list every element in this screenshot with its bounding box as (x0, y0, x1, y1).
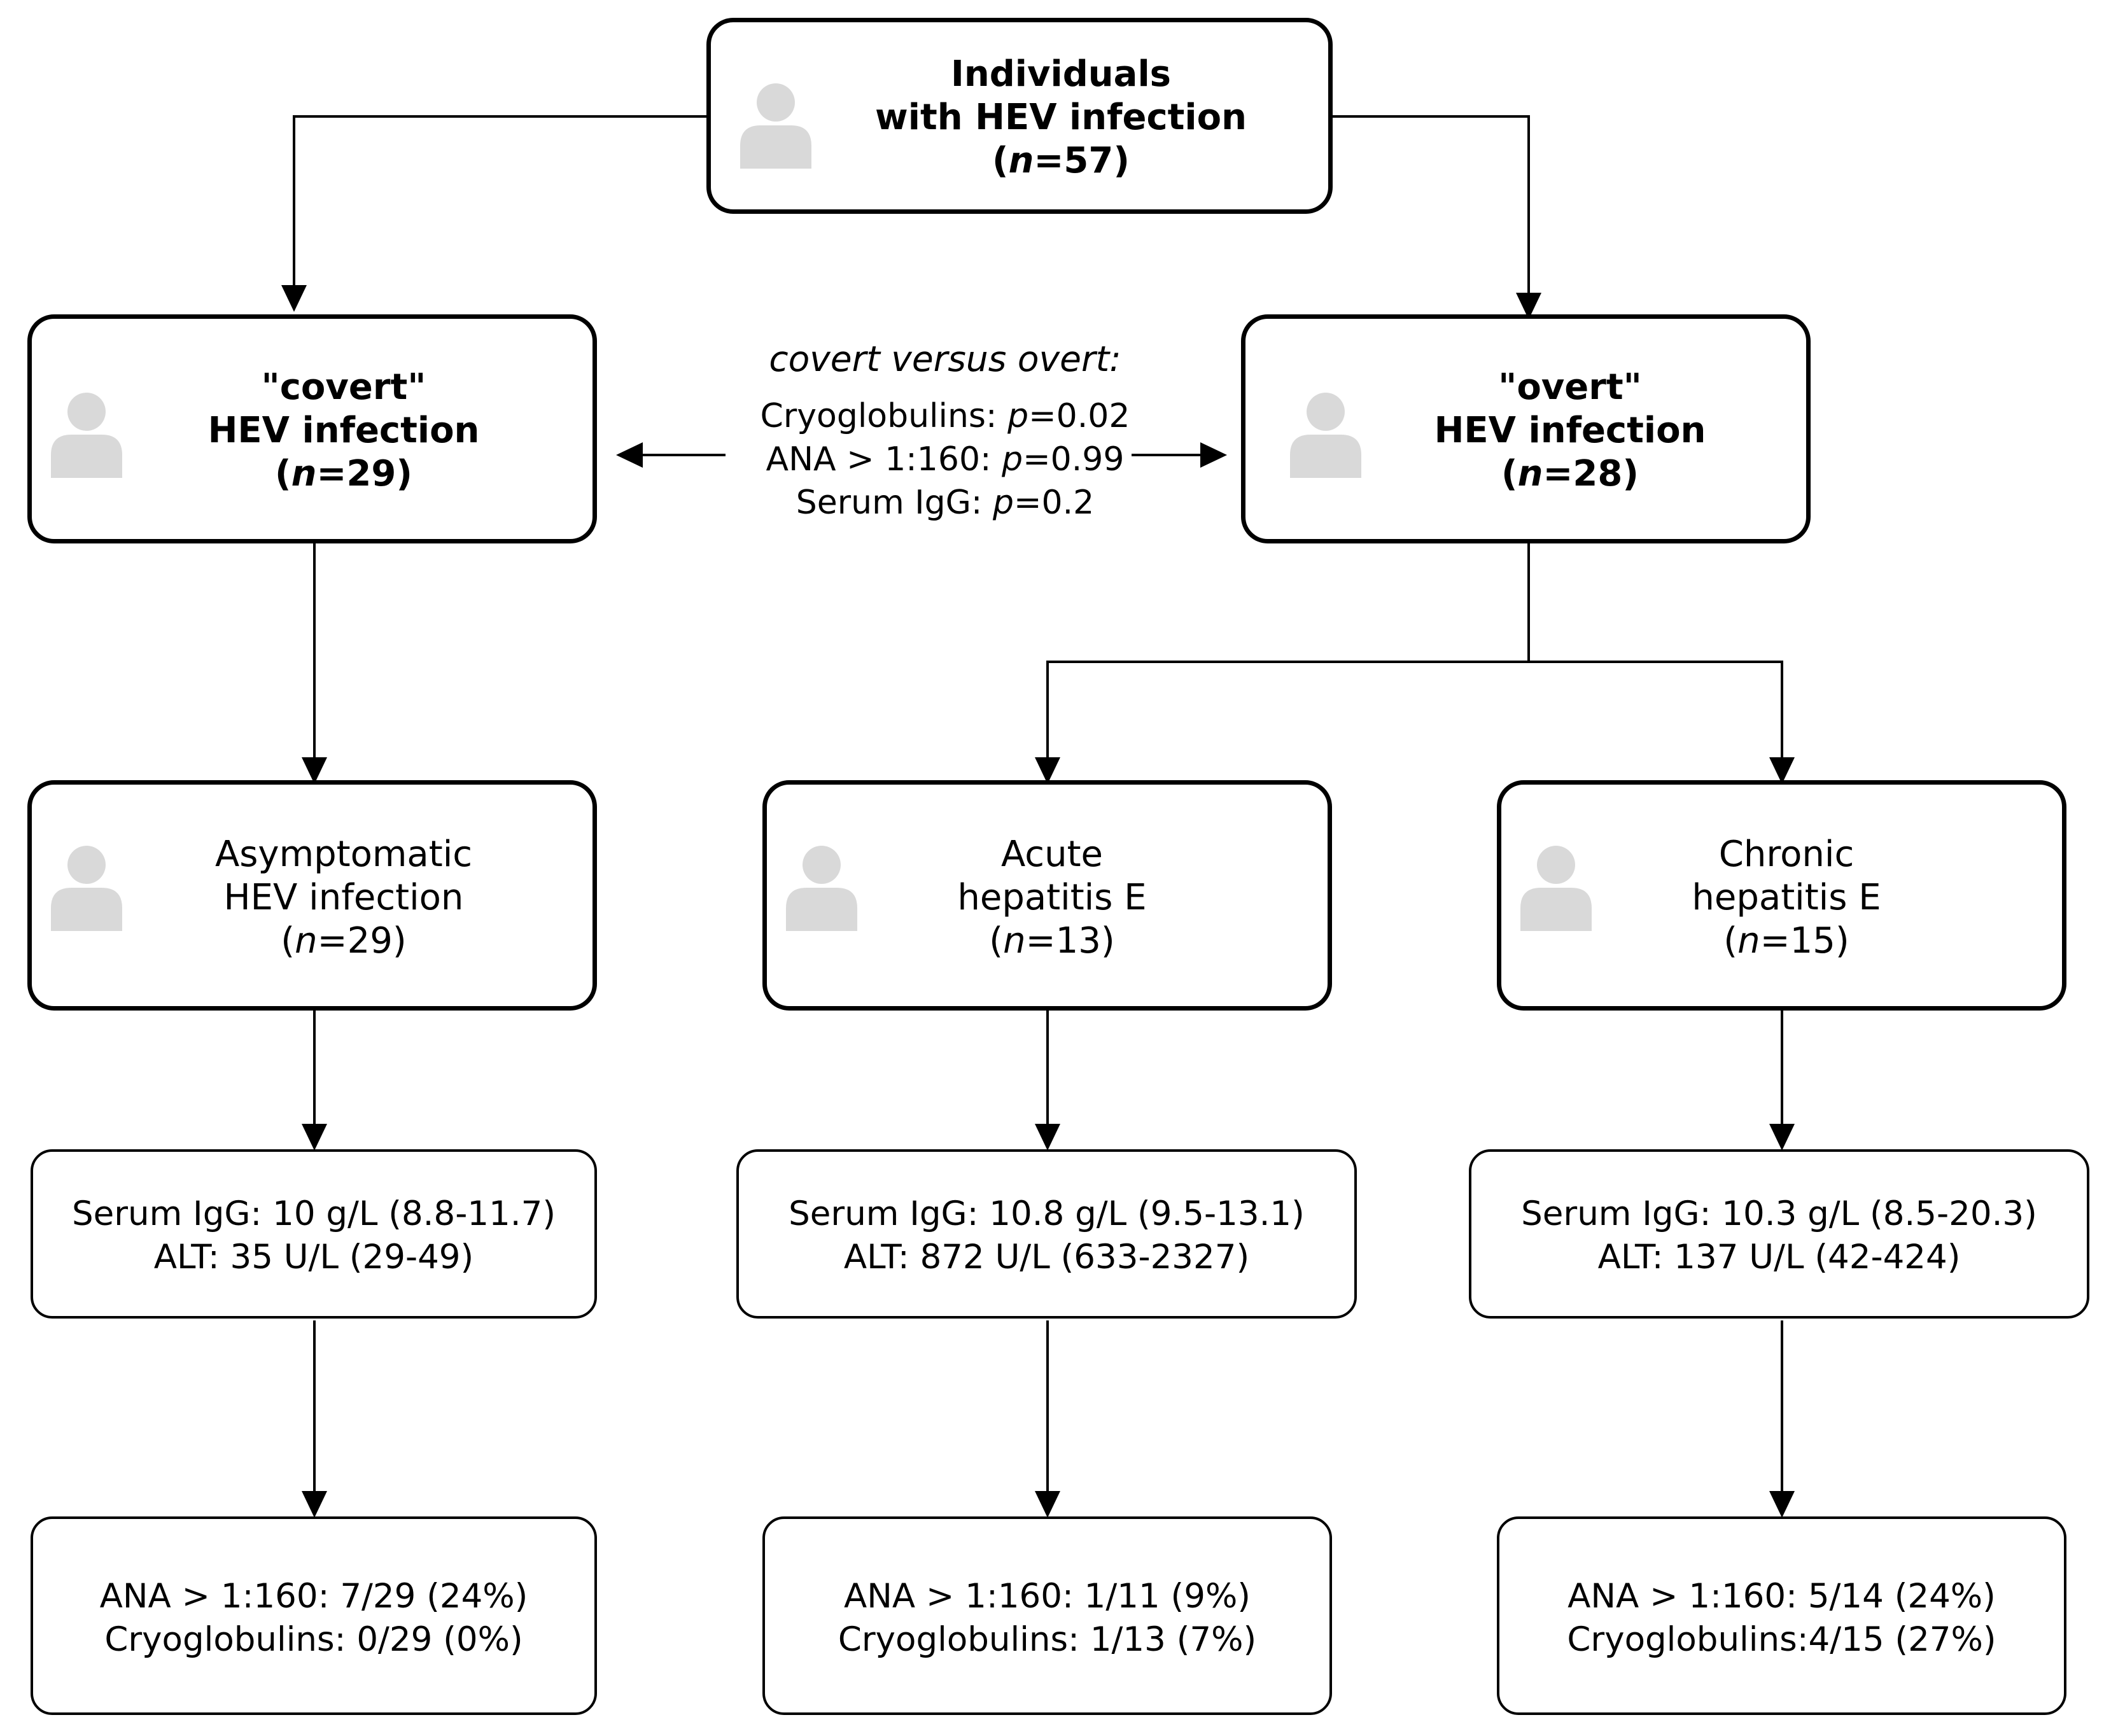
root-title-line1: Individuals (951, 53, 1171, 95)
group-line2: HEV infection (223, 877, 464, 918)
group-count: (n=29) (281, 920, 407, 962)
arrowhead-acute-ana (1035, 1491, 1060, 1518)
alt-line: ALT: 137 U/L (42-424) (1597, 1238, 1961, 1277)
overt-label: "overt" HEV infection (n=28) (1347, 366, 1793, 496)
serum-igg-line: Serum IgG: 10.8 g/L (9.5-13.1) (789, 1194, 1305, 1233)
arrowhead-acute-labs (1035, 1124, 1060, 1151)
serum-igg-line: Serum IgG: 10 g/L (8.8-11.7) (71, 1194, 556, 1233)
ana-text: ANA > 1:160: 7/29 (24%) Cryoglobulins: 0… (33, 1575, 594, 1662)
overt-count: (n=28) (1501, 453, 1639, 494)
cryoglobulins-line: Cryoglobulins: 1/13 (7%) (838, 1620, 1257, 1659)
labs-text: Serum IgG: 10 g/L (8.8-11.7) ALT: 35 U/L… (33, 1193, 594, 1279)
chronic-labs-node: Serum IgG: 10.3 g/L (8.5-20.3) ALT: 137 … (1469, 1149, 2089, 1319)
arrowhead-chronic-ana (1769, 1491, 1795, 1518)
connector-overt-chronic (1529, 661, 1783, 760)
labs-text: Serum IgG: 10.3 g/L (8.5-20.3) ALT: 137 … (1471, 1193, 2087, 1279)
root-count: (n=57) (992, 140, 1130, 181)
person-icon (740, 83, 811, 169)
root-title-line2: with HEV infection (875, 97, 1247, 138)
group-line2: hepatitis E (1692, 877, 1881, 918)
alt-line: ALT: 35 U/L (29-49) (153, 1238, 474, 1277)
connector-overt-branch (1046, 543, 1530, 760)
person-icon (51, 393, 122, 478)
covert-node: "covert" HEV infection (n=29) (27, 314, 597, 543)
arrowhead-chronic-labs (1769, 1124, 1795, 1151)
group-line1: Chronic (1718, 834, 1855, 875)
asymptomatic-labs-node: Serum IgG: 10 g/L (8.8-11.7) ALT: 35 U/L… (31, 1149, 597, 1319)
arrowhead-chronic (1769, 757, 1795, 784)
asymptomatic-node: Asymptomatic HEV infection (n=29) (27, 780, 597, 1011)
ana-line: ANA > 1:160: 1/11 (9%) (843, 1577, 1251, 1616)
cryoglobulins-line: Cryoglobulins: 0/29 (0%) (104, 1620, 523, 1659)
compare-arrowhead-left (616, 442, 643, 468)
labs-text: Serum IgG: 10.8 g/L (9.5-13.1) ALT: 872 … (739, 1193, 1354, 1279)
serum-igg-line: Serum IgG: 10.3 g/L (8.5-20.3) (1521, 1194, 2037, 1233)
arrowhead-overt (1516, 293, 1541, 319)
person-icon (51, 846, 122, 931)
root-node: Individuals with HEV infection (n=57) (706, 18, 1333, 214)
person-icon (1290, 393, 1361, 478)
compare-arrowhead-right (1200, 442, 1227, 468)
arrowhead-asymptomatic-ana (302, 1491, 327, 1518)
chronic-label: Chronic hepatitis E (n=15) (1564, 833, 2009, 963)
comparison-title: covert versus overt: (769, 339, 1121, 379)
overt-node: "overt" HEV infection (n=28) (1241, 314, 1811, 543)
arrowhead-acute (1035, 757, 1060, 784)
acute-ana-node: ANA > 1:160: 1/11 (9%) Cryoglobulins: 1/… (762, 1516, 1332, 1715)
acute-label: Acute hepatitis E (n=13) (829, 833, 1275, 963)
acute-node: Acute hepatitis E (n=13) (762, 780, 1332, 1011)
alt-line: ALT: 872 U/L (633-2327) (843, 1238, 1250, 1277)
ana-line: ANA > 1:160: 5/14 (24%) (1567, 1577, 1996, 1616)
connector-root-covert (293, 115, 706, 286)
comparison-row: Serum IgG: p=0.2 (796, 484, 1095, 522)
acute-labs-node: Serum IgG: 10.8 g/L (9.5-13.1) ALT: 872 … (736, 1149, 1357, 1319)
covert-line1: "covert" (261, 367, 426, 408)
covert-label: "covert" HEV infection (n=29) (121, 366, 566, 496)
group-count: (n=15) (1723, 920, 1849, 962)
connector-root-overt (1333, 115, 1530, 299)
group-line2: hepatitis E (957, 877, 1147, 918)
comparison-stats: covert versus overt: Cryoglobulins: p=0.… (691, 337, 1200, 524)
arrowhead-asymptomatic-labs (302, 1124, 327, 1151)
person-icon (786, 846, 857, 931)
ana-text: ANA > 1:160: 5/14 (24%) Cryoglobulins:4/… (1499, 1575, 2064, 1662)
asymptomatic-label: Asymptomatic HEV infection (n=29) (121, 833, 566, 963)
covert-line2: HEV infection (207, 410, 480, 451)
comparison-row: ANA > 1:160: p=0.99 (766, 440, 1125, 479)
person-icon (1520, 846, 1592, 931)
arrowhead-asymptomatic (302, 757, 327, 784)
group-line1: Asymptomatic (214, 834, 473, 875)
asymptomatic-ana-node: ANA > 1:160: 7/29 (24%) Cryoglobulins: 0… (31, 1516, 597, 1715)
chronic-ana-node: ANA > 1:160: 5/14 (24%) Cryoglobulins:4/… (1497, 1516, 2066, 1715)
ana-line: ANA > 1:160: 7/29 (24%) (99, 1577, 528, 1616)
covert-count: (n=29) (275, 453, 412, 494)
overt-line2: HEV infection (1434, 410, 1706, 451)
arrowhead-covert (281, 285, 307, 312)
group-count: (n=13) (989, 920, 1115, 962)
cryoglobulins-line: Cryoglobulins:4/15 (27%) (1567, 1620, 1996, 1659)
group-line1: Acute (1000, 834, 1103, 875)
ana-text: ANA > 1:160: 1/11 (9%) Cryoglobulins: 1/… (765, 1575, 1329, 1662)
root-label: Individuals with HEV infection (n=57) (806, 53, 1315, 183)
overt-line1: "overt" (1498, 367, 1642, 408)
chronic-node: Chronic hepatitis E (n=15) (1497, 780, 2066, 1011)
comparison-row: Cryoglobulins: p=0.02 (760, 397, 1130, 435)
